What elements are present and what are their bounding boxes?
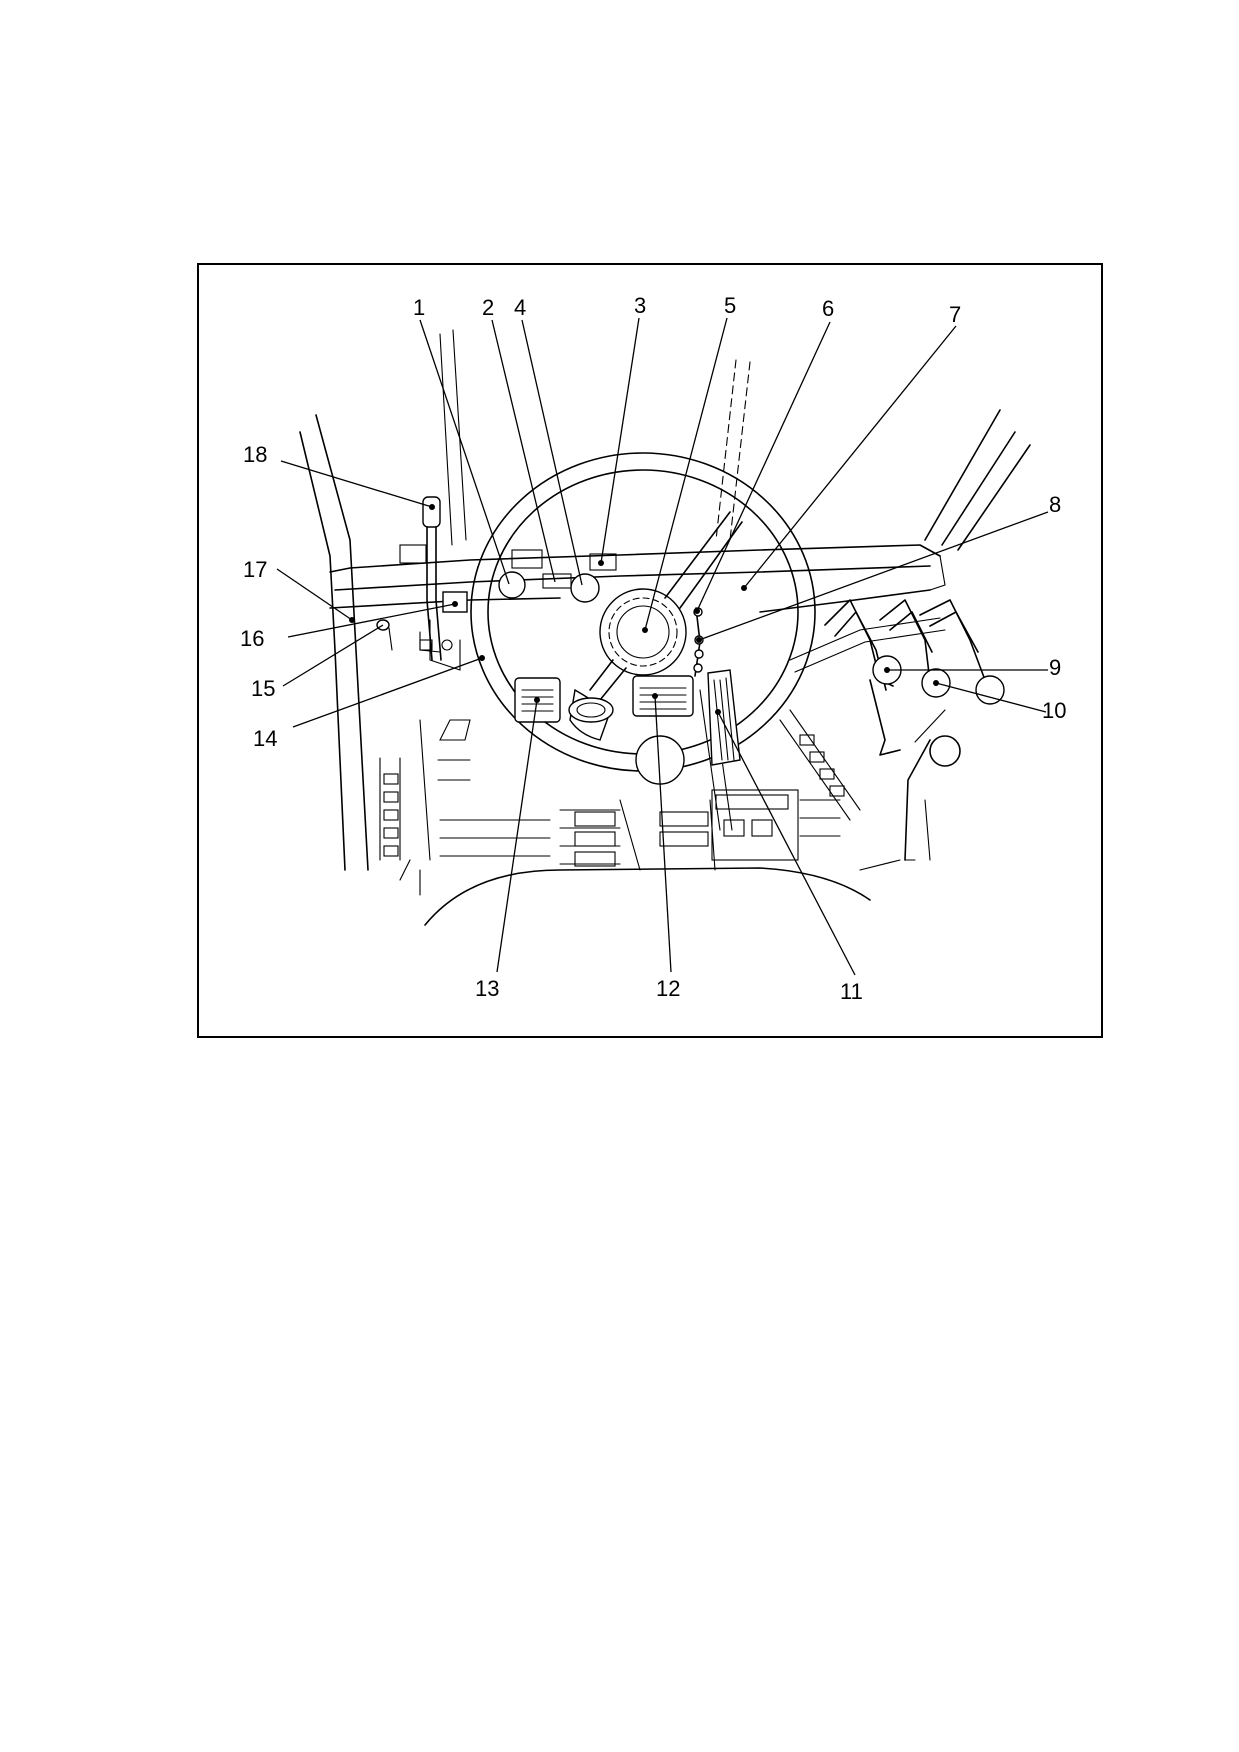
callout-5: 5 (724, 293, 736, 318)
callout-1: 1 (413, 295, 425, 320)
callout-17: 17 (243, 557, 267, 582)
callout-3: 3 (634, 293, 646, 318)
callout-6: 6 (822, 296, 834, 321)
cab-structure (299, 329, 1031, 926)
callout-8: 8 (1049, 492, 1061, 517)
gauge-4-circle (570, 573, 600, 603)
callout-9: 9 (1049, 655, 1061, 680)
pedal-11 (707, 669, 741, 766)
joystick-18-knob (422, 496, 441, 528)
controls (376, 496, 1005, 785)
steering-wheel (470, 452, 816, 772)
callout-15: 15 (251, 676, 275, 701)
callout-7: 7 (949, 302, 961, 327)
callout-4: 4 (514, 295, 526, 320)
callout-14: 14 (253, 726, 277, 751)
callout-labels: 1 2 3 4 5 6 7 8 9 10 11 12 13 14 15 16 1… (240, 293, 1066, 1004)
floor-grille-left (379, 719, 471, 861)
pedal-12 (632, 675, 694, 717)
callout-11: 11 (840, 979, 863, 1004)
callout-2: 2 (482, 295, 494, 320)
leader-dots (349, 504, 939, 715)
callout-16: 16 (240, 626, 264, 651)
knob-10b (975, 675, 1005, 705)
leader-lines (276, 317, 1049, 976)
callout-13: 13 (475, 976, 499, 1001)
callout-18: 18 (243, 442, 267, 467)
callout-10: 10 (1042, 698, 1066, 723)
floor-grille-center (439, 789, 841, 871)
gauge-1-circle (498, 571, 526, 599)
callout-12: 12 (656, 976, 680, 1001)
figure-frame (197, 263, 1103, 1038)
